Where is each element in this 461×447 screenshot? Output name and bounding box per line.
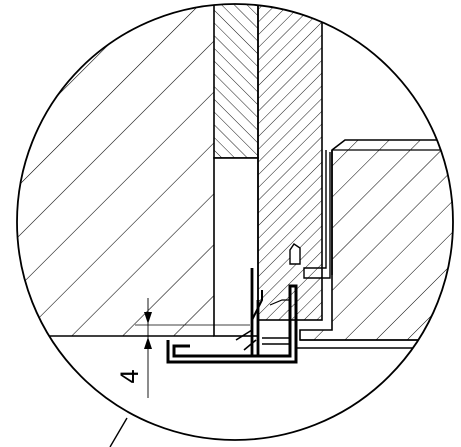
leader-line [109, 417, 128, 447]
threshold-profile [166, 284, 298, 364]
dimension-4: 4 [116, 298, 152, 398]
frame-post-left [213, 4, 259, 159]
dimension-arrow-top-icon [144, 312, 152, 324]
dimension-label: 4 [116, 369, 144, 384]
door-leaf [299, 139, 453, 341]
profile-strip [303, 150, 331, 279]
detail-circle [16, 3, 454, 441]
dimension-arrow-bottom-icon [144, 337, 152, 349]
door-bottom [296, 339, 453, 349]
wall-section [17, 4, 214, 336]
section-contents [17, 4, 453, 364]
frame-post-right [257, 4, 323, 321]
